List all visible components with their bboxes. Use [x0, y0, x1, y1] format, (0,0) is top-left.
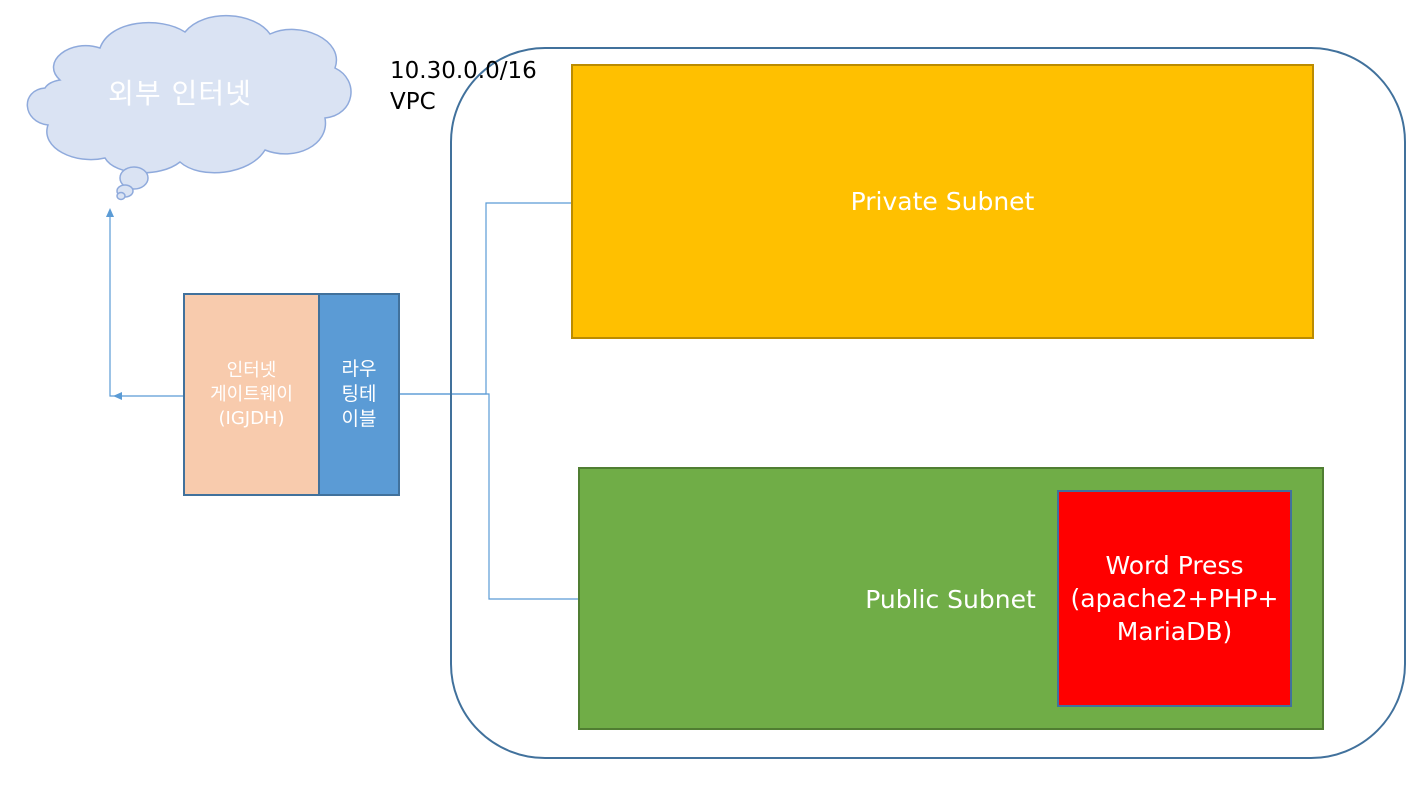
- wordpress-server: Word Press (apache2+PHP+ MariaDB): [1057, 490, 1292, 707]
- routing-table: 라우 팅테 이블: [318, 293, 400, 496]
- igw-arrow-tail: [113, 392, 122, 400]
- wordpress-label: Word Press (apache2+PHP+ MariaDB): [1070, 551, 1279, 646]
- route-to-public-connector: [400, 393, 578, 600]
- internet-gateway: 인터넷 게이트웨이 (IGJDH): [183, 293, 320, 496]
- igw-to-cloud-arrow: [106, 208, 183, 397]
- private-subnet: Private Subnet: [571, 64, 1314, 339]
- private-subnet-label: Private Subnet: [850, 187, 1035, 216]
- cloud-shape: [26, 14, 352, 201]
- public-subnet-label: Public Subnet: [865, 585, 1036, 614]
- cloud-label: 외부 인터넷: [108, 77, 252, 110]
- routing-table-label: 라우 팅테 이블: [341, 358, 377, 430]
- vpc-label: 10.30.0.0/16 VPC: [390, 58, 537, 115]
- internet-gateway-label: 인터넷 게이트웨이 (IGJDH): [210, 359, 293, 429]
- vpc-container: [450, 47, 1406, 759]
